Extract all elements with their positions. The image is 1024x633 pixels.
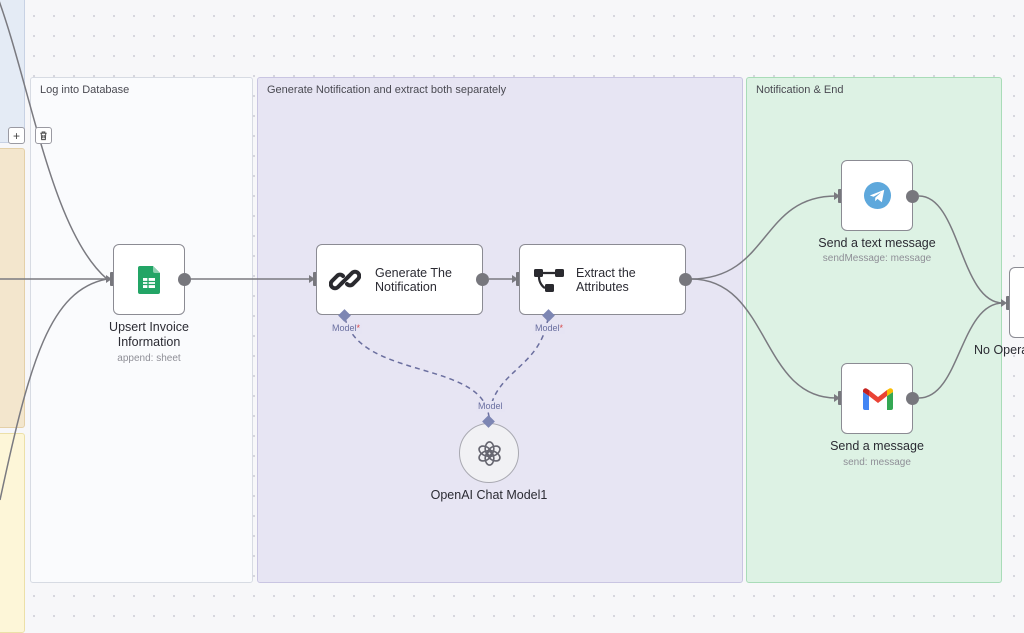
arrow-head — [1001, 299, 1007, 307]
openai-icon — [478, 441, 501, 466]
arrow-head — [834, 192, 840, 200]
node-subtitle: send: message — [843, 457, 911, 468]
arrow-head — [512, 275, 518, 283]
output-port[interactable] — [178, 273, 191, 286]
connection-edge — [918, 302, 1004, 399]
output-port[interactable] — [476, 273, 489, 286]
node-label: Send a message — [830, 439, 924, 453]
arrow-head — [309, 275, 315, 283]
sticky-partial-orange[interactable] — [0, 148, 25, 428]
node-no-operation[interactable] — [1009, 267, 1024, 338]
trash-icon — [40, 131, 47, 141]
ai-model-edge — [344, 317, 490, 419]
model-port-label: Model* — [533, 323, 566, 334]
connection-edge — [918, 195, 1004, 304]
output-port[interactable] — [906, 190, 919, 203]
google-sheets-icon — [138, 266, 160, 294]
gmail-icon — [863, 388, 893, 410]
connection-edge — [690, 195, 837, 280]
model-port-label: Model — [476, 401, 505, 412]
sticky-title: Notification & End — [756, 84, 844, 96]
node-label: Send a text message — [818, 236, 936, 250]
node-send-message[interactable] — [841, 363, 913, 434]
telegram-icon — [863, 181, 892, 210]
connection-edge — [0, 278, 108, 501]
node-subtitle: sendMessage: message — [822, 253, 932, 264]
node-openai-chat-model[interactable] — [459, 423, 519, 483]
delete-button[interactable] — [35, 127, 52, 144]
arrow-head — [834, 394, 840, 402]
sticky-partial-yellow[interactable] — [0, 433, 25, 633]
node-upsert-invoice[interactable] — [113, 244, 185, 315]
node-subtitle: append: sheet — [117, 353, 181, 364]
sticky-title: Generate Notification and extract both s… — [267, 84, 507, 96]
node-label: No Opera — [974, 343, 1024, 357]
connection-edge — [690, 278, 837, 399]
node-label: OpenAI Chat Model1 — [430, 488, 548, 502]
output-port[interactable] — [906, 392, 919, 405]
branch-icon — [534, 268, 564, 292]
connection-edge — [0, 1, 108, 280]
sticky-title: Log into Database — [40, 84, 130, 96]
add-sticky-button[interactable]: + — [8, 127, 25, 144]
node-send-text-message[interactable] — [841, 160, 913, 231]
arrow-head — [106, 275, 112, 283]
sticky-log-into-database[interactable]: Log into Database — [30, 77, 253, 583]
model-port-label: Model* — [330, 323, 363, 334]
output-port[interactable] — [679, 273, 692, 286]
chain-link-icon — [329, 269, 361, 290]
